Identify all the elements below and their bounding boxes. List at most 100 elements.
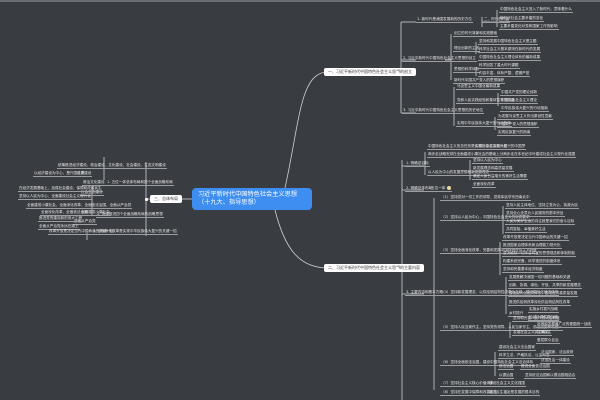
leaf-node[interactable]: 发展社会主义民主政治 xyxy=(512,330,550,336)
leaf-node[interactable]: 法治社会一体建设 xyxy=(540,358,571,364)
topic-node[interactable]: 思想的科学体系 xyxy=(453,67,481,73)
topic-node[interactable]: （2）坚持以人民为中心，中国特色社会主义的本质要求 xyxy=(440,215,531,221)
topic-node[interactable]: 政治文化建设 xyxy=(82,180,106,186)
collapse-toggle[interactable] xyxy=(396,71,399,74)
leaf-node[interactable]: 全面深化改革 xyxy=(472,182,496,188)
leaf-node[interactable]: 改革开放是决定当代中国命运的关键一招 xyxy=(502,235,569,241)
leaf-node[interactable]: 依法治国 xyxy=(498,364,515,370)
leaf-node[interactable]: 为发展马克思主义作出原创性贡献 xyxy=(497,114,553,120)
leaf-node[interactable]: 科学回答了重大时代课题 xyxy=(478,63,520,69)
leaf-node[interactable]: 全面建成小康社会，全面深化改革，全面依法治国，全面从严治党 xyxy=(26,203,133,209)
leaf-node[interactable]: 建设社会主义文化强国 xyxy=(488,381,526,387)
leaf-node[interactable]: 中国特色社会主义进入了新时代，意味着什么 xyxy=(499,7,573,13)
topic-node[interactable]: 1. 明确总目标 xyxy=(405,161,430,167)
leaf-node[interactable]: 构建系统完备、科学规范的制度体系 xyxy=(502,259,562,265)
leaf-node[interactable]: 在全面建成小康社会的基础上分两步走在本世纪中叶建成社会主义现代化强国 xyxy=(452,152,577,158)
topic-node[interactable]: 党和人民实践经验和集体智慧的结晶 xyxy=(456,98,516,104)
leaf-node[interactable]: 坚持和完善基本经济制度 xyxy=(502,267,544,273)
leaf-node[interactable]: 区域协调发展战略 xyxy=(528,315,559,321)
topic-node[interactable]: 3. 主要内容和基本方略 xyxy=(405,290,444,296)
topic-node[interactable]: 1. 新时代是我国发展新的历史方位 xyxy=(416,17,473,23)
leaf-node[interactable]: 推进国家治理体系和治理能力现代化 xyxy=(502,243,562,249)
topic-node[interactable]: 新时代中国共产党人的思想旗帜 xyxy=(453,78,506,84)
collapse-toggle[interactable] xyxy=(145,198,148,201)
leaf-node[interactable]: 坚持和发展中国特色社会主义是主题 xyxy=(478,39,538,45)
topic-node[interactable]: 以人民为中心的发展思想和新发展理念 xyxy=(427,170,491,176)
leaf-node[interactable]: 建设社会主义法治国家 xyxy=(498,345,536,351)
leaf-node[interactable]: 全面从严治党永远在路上 xyxy=(38,224,80,230)
leaf-node[interactable]: 中国共产党人的思想旗帜 xyxy=(497,122,539,128)
leaf-node[interactable]: 统筹推进经济建设、政治建设、文化建设、社会建设、生态文明建设 xyxy=(57,163,167,169)
leaf-node[interactable]: 坚持人民主体地位，坚持立党为公、执政为民 xyxy=(505,203,579,209)
leaf-node[interactable]: 人民对美好生活的向往就是我们的奋斗目标 xyxy=(505,219,576,225)
leaf-node[interactable]: 建设现代化经济体系，推动经济高质量发展 xyxy=(508,291,579,297)
leaf-node[interactable]: 新发展理念和高质量发展 xyxy=(472,166,514,172)
leaf-node[interactable]: 坚持依法治国和以德治国相结合 xyxy=(524,373,577,379)
note-icon[interactable] xyxy=(447,186,452,190)
leaf-node[interactable]: 发展是解决我国一切问题的基础和关键 xyxy=(508,275,572,281)
topic-node[interactable]: 全面建成小康社会 xyxy=(80,210,111,216)
topic-node[interactable]: 社会生态建设 xyxy=(80,190,104,196)
leaf-node[interactable]: 创新、协调、绿色、开放、共享的新发展理念 xyxy=(508,283,582,289)
leaf-node[interactable]: 法治国家、法治政府 xyxy=(540,350,575,356)
leaf-node[interactable]: 中国共产党的理论创新 xyxy=(500,90,538,96)
leaf-node[interactable]: 改革开放是决定当代中国命运的关键一招 xyxy=(48,229,115,235)
collapse-toggle[interactable] xyxy=(396,267,399,270)
topic-node[interactable]: 2. 协调推进四个全面战略布局的战略思想 xyxy=(96,212,164,218)
leaf-node[interactable]: 坚持以人民为中心，全面建设社会主义现代化 xyxy=(18,194,92,200)
topic-node[interactable]: 3. 习近平新时代中国特色社会主义思想的历史地位 xyxy=(402,108,485,114)
leaf-node[interactable]: 坚持和完善人民代表大会制度 xyxy=(512,316,561,322)
leaf-node[interactable]: 实施乡村振兴战略 xyxy=(528,307,559,313)
topic-node[interactable]: 理论创新的主线 xyxy=(453,46,481,52)
topic-node[interactable]: 实现中华民族伟大复兴的行动指南 xyxy=(456,121,512,127)
topic-node[interactable]: 3. 全面深化改革是实现中华民族伟大复兴的关键一招 xyxy=(92,229,178,235)
leaf-node[interactable]: 实现中华民族伟大复兴的中国梦 xyxy=(474,144,527,150)
leaf-node[interactable]: 增进民生福祉是发展的根本目的 xyxy=(488,390,541,396)
leaf-node[interactable]: 中华民族伟大复兴的行动指南 xyxy=(500,106,549,112)
leaf-node[interactable]: 全面深化改革、全面依法治国 xyxy=(40,210,89,216)
leaf-node[interactable]: 深化供给侧结构性改革 xyxy=(533,300,571,306)
topic-node[interactable]: 两步走战略安排 xyxy=(427,152,455,158)
leaf-node[interactable]: 坚持以人民为中心 xyxy=(472,158,503,164)
leaf-node[interactable]: 推进党的建设新的伟大工程 xyxy=(38,216,84,222)
topic-node[interactable]: （4）坚持新发展理念，以供给侧结构性改革为主线，建设现代化经济体系 xyxy=(440,290,560,296)
leaf-node[interactable]: 在经济发展基础上，加强社会建设，保障和改善民生 xyxy=(18,186,103,192)
leaf-node[interactable]: 协商民主 xyxy=(536,330,553,336)
topic-node[interactable]: （5）坚持人民当家作主，坚持党的领导、人民当家作主、依法治国有机统一 xyxy=(440,325,563,331)
branch-node-layout[interactable]: 三、总体布局 xyxy=(150,195,182,203)
leaf-node[interactable]: 推进供给侧改革 xyxy=(508,300,536,306)
leaf-node[interactable]: 坚决破除一切不合时宜的思想观念和体制机制 xyxy=(502,251,576,257)
topic-node[interactable]: （7）坚持社会主义核心价值体系 xyxy=(440,381,495,387)
leaf-node[interactable]: 中国特色社会主义理论 xyxy=(500,98,538,104)
leaf-node[interactable]: 以德治国 xyxy=(498,373,515,379)
topic-node[interactable]: 2. 习近平新时代中国特色社会主义思想的创立 xyxy=(402,56,477,62)
leaf-node[interactable]: 共同富裕、幸福美好生活 xyxy=(505,227,547,233)
leaf-node[interactable]: 内容丰富、体系严整、逻辑严密 xyxy=(478,71,531,77)
leaf-node[interactable]: 科学立法、严格执法、公正司法 xyxy=(498,353,551,359)
leaf-node[interactable]: 中国特色社会主义理论体系的最新成果 xyxy=(478,55,542,61)
leaf-node[interactable]: 科学社会主义基本原则在新时代的发展 xyxy=(478,47,542,53)
leaf-node[interactable]: 坚持全心全意为人民服务的根本宗旨 xyxy=(505,211,565,217)
topic-node[interactable]: （8）坚持在发展中保障和改善民生 xyxy=(440,390,499,396)
leaf-node[interactable]: 推进全面依法治国 xyxy=(520,364,551,370)
leaf-node[interactable]: 巩固和发展最广泛的爱国统一战线 xyxy=(536,322,592,328)
leaf-node[interactable]: 乡村振兴 xyxy=(508,311,525,317)
leaf-node[interactable]: 基层群众自治 xyxy=(536,338,560,344)
topic-node[interactable]: （1）坚持党对一切工作的领导，党政军民学东西南北中 xyxy=(440,195,531,201)
topic-node[interactable]: 五位一体 xyxy=(430,186,453,192)
topic-node[interactable]: 全面从严治党 xyxy=(73,219,97,225)
topic-node[interactable]: 2. 明确总体布局 xyxy=(405,186,434,192)
root-node[interactable]: 习近平新时代中国特色社会主义思想（十九大、指导思想） xyxy=(192,188,312,210)
topic-node[interactable]: 二、时代的内涵 xyxy=(483,17,511,23)
topic-node[interactable]: （3）坚持全面深化改革，完善和发展中国特色社会主义制度 xyxy=(440,248,538,254)
leaf-node[interactable]: 新时代社会主要矛盾的变化 xyxy=(499,16,545,22)
topic-node[interactable]: 创立的时代背景和实践基础 xyxy=(453,31,499,37)
leaf-node[interactable]: 以经济建设为中心，是兴国之要 xyxy=(33,171,86,177)
branch-node-content[interactable]: 二、习近平新时代中国特色社会主义思想的主要内容 xyxy=(324,264,424,272)
leaf-node[interactable]: 主要矛盾变化对党和国家工作的影响 xyxy=(499,24,559,30)
leaf-node[interactable]: 满足人民日益增长的美好生活需要 xyxy=(472,174,528,180)
branch-node-creation[interactable]: 一、习近平新时代中国特色社会主义思想的创立 xyxy=(324,68,416,76)
topic-node[interactable]: 中国特色社会主义的总任务是实现社会主义现代化 xyxy=(427,144,509,150)
leaf-node[interactable]: 实现民族复兴的指南 xyxy=(497,130,532,136)
topic-node[interactable]: 1. 五位一体总体布局和四个全面战略布局 xyxy=(106,180,174,186)
